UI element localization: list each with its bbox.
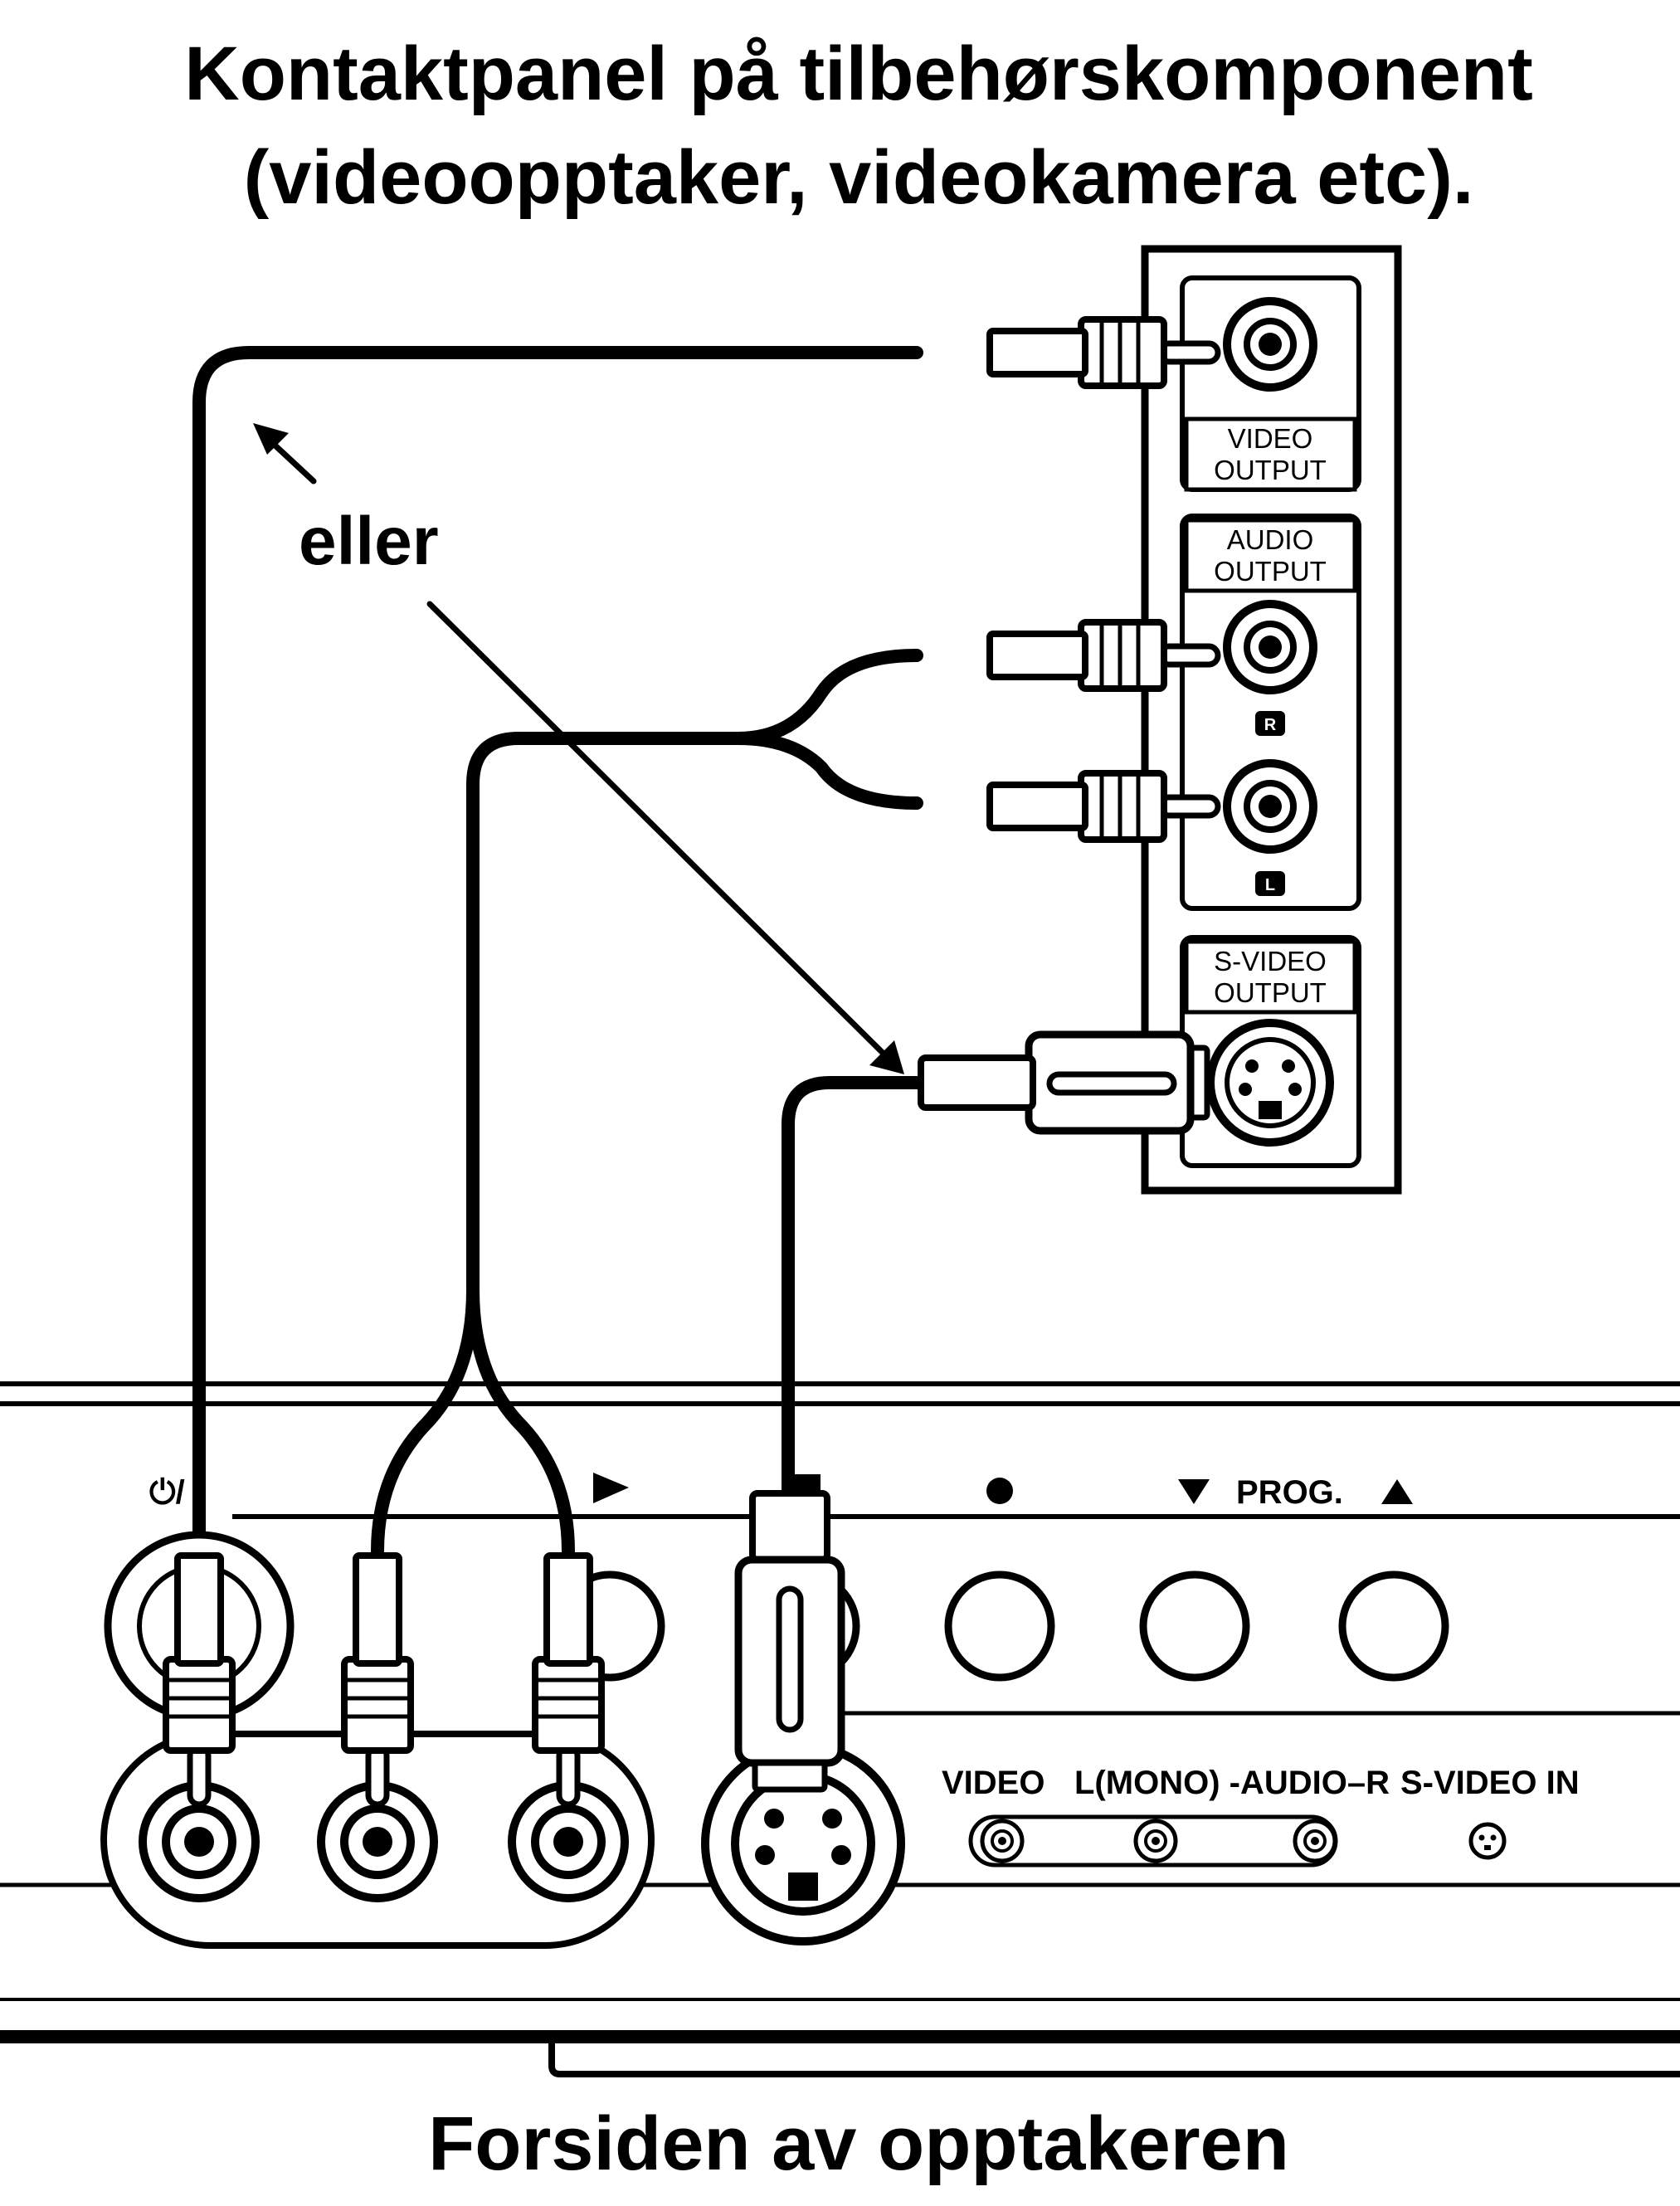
arrow-head-down-right-icon <box>869 1040 904 1074</box>
audio-output-label-line2: OUTPUT <box>1214 556 1327 587</box>
svideo-output-label-line1: S-VIDEO <box>1214 946 1327 976</box>
svideo-output-jack[interactable] <box>1206 1019 1334 1147</box>
audio-output-right-jack[interactable] <box>1227 604 1313 690</box>
svideo-cable <box>782 1076 934 1533</box>
prog-down-icon <box>1178 1479 1210 1504</box>
component-connector-panel: VIDEO OUTPUT AUDIO OUTPUT R L S-VIDEO OU… <box>1141 245 1402 1195</box>
video-output-label-line1: VIDEO <box>1228 423 1313 454</box>
left-channel-badge-text: L <box>1265 876 1275 894</box>
front-audio-right-jack[interactable] <box>1295 1821 1335 1861</box>
right-channel-badge <box>1255 711 1285 736</box>
prog-label: PROG. <box>1236 1474 1343 1511</box>
recorder-video-in-jack[interactable] <box>139 1781 260 1902</box>
video-output-label-line2: OUTPUT <box>1214 455 1327 485</box>
power-button-label: ⏻/ I <box>149 1474 203 1511</box>
prog-down-button[interactable] <box>1139 1570 1250 1682</box>
prog-up-button[interactable] <box>1338 1570 1449 1682</box>
video-output-jack[interactable] <box>1227 301 1313 387</box>
prog-up-icon <box>1381 1479 1413 1504</box>
title-line-2: (videoopptaker, videokamera etc). <box>244 135 1474 220</box>
front-audio-label: L(MONO) -AUDIO–R <box>1074 1765 1390 1801</box>
title-line-1: Kontaktpanel på tilbehørskomponent <box>184 32 1532 116</box>
front-audio-left-jack[interactable] <box>1136 1821 1176 1861</box>
recorder-svideo-in-jack[interactable] <box>701 1741 905 1945</box>
front-video-jack[interactable] <box>982 1821 1022 1861</box>
recorder-audio-left-in-jack[interactable] <box>317 1781 438 1902</box>
front-svideo-in-label: S-VIDEO IN <box>1400 1765 1580 1801</box>
record-button[interactable] <box>944 1570 1055 1682</box>
video-cable <box>192 346 923 1558</box>
audio-output-left-jack[interactable] <box>1227 763 1313 850</box>
or-label: eller <box>299 504 439 579</box>
left-channel-badge <box>1255 871 1285 896</box>
audio-output-label-line1: AUDIO <box>1227 524 1314 555</box>
play-icon <box>593 1473 629 1503</box>
front-svideo-jack[interactable] <box>1468 1822 1507 1860</box>
svideo-plug <box>918 1030 1210 1135</box>
audio-cable <box>371 649 923 1558</box>
recorder-front-panel <box>0 1381 1680 2077</box>
right-channel-badge-text: R <box>1264 716 1277 734</box>
svideo-output-label-line2: OUTPUT <box>1214 977 1327 1008</box>
arrow-head-up-left-icon <box>253 423 289 455</box>
front-video-label: VIDEO <box>942 1765 1045 1801</box>
record-icon <box>986 1478 1013 1504</box>
footer-caption: Forsiden av opptakeren <box>428 2101 1289 2186</box>
recorder-svideo-plug <box>734 1490 845 1793</box>
recorder-audio-right-in-jack[interactable] <box>508 1781 629 1902</box>
